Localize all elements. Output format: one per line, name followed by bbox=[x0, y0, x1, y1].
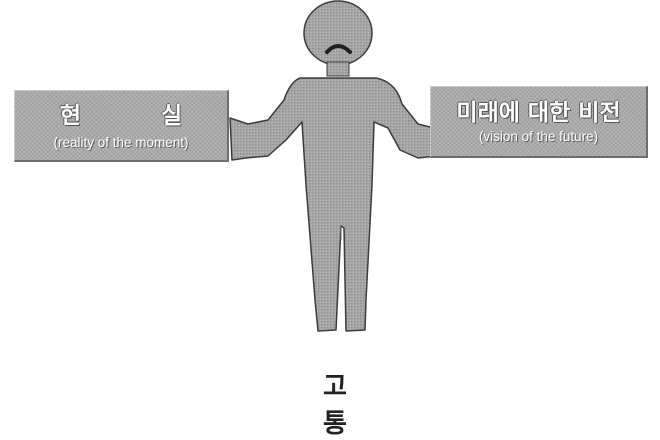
head-shape bbox=[303, 0, 373, 66]
vision-sign: 미래에 대한 비전 (vision of the future) bbox=[430, 86, 648, 158]
vision-sign-subtitle: (vision of the future) bbox=[478, 129, 599, 144]
person-figure-icon bbox=[229, 0, 437, 332]
pain-caption: 고 통 bbox=[323, 372, 375, 439]
frown-mouth bbox=[325, 44, 352, 54]
reality-sign: 현 실 (reality of the moment) bbox=[14, 90, 229, 162]
body-shape bbox=[229, 77, 437, 332]
reality-sign-title: 현 실 bbox=[59, 103, 219, 129]
neck-shape bbox=[326, 61, 350, 77]
vision-sign-title: 미래에 대한 비전 bbox=[456, 100, 621, 126]
reality-sign-subtitle: (reality of the moment) bbox=[53, 135, 189, 150]
